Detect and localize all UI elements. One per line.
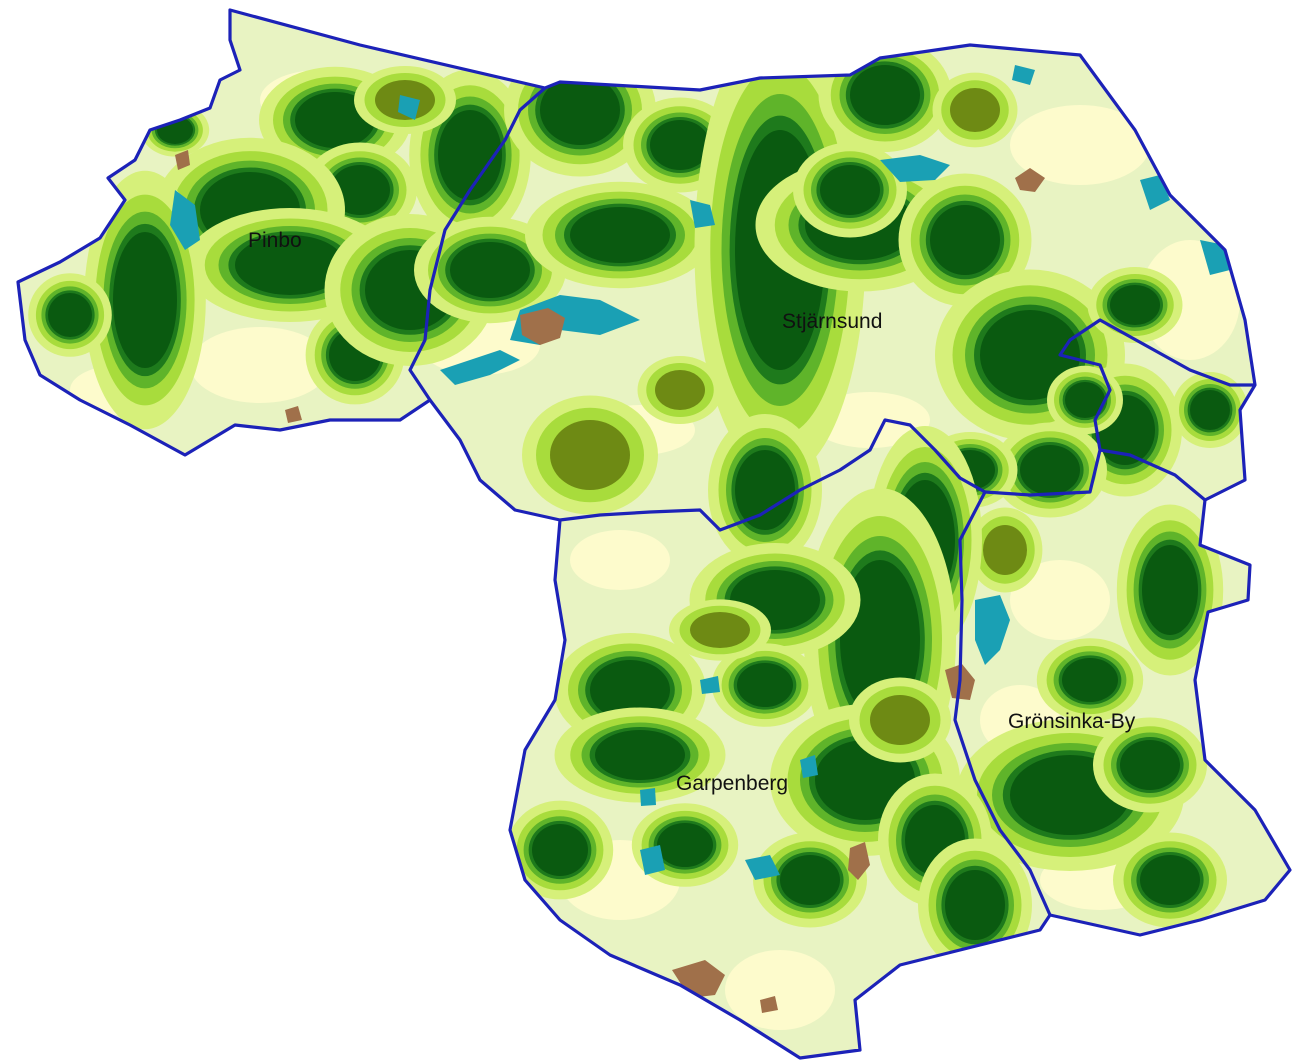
forest-density-layer: [28, 22, 1248, 972]
density-hotspot: [84, 170, 206, 430]
outer-boundary: [16, 8, 1292, 1060]
density-hotspot: [793, 142, 907, 238]
density-ring: [983, 525, 1027, 575]
density-ring: [540, 75, 620, 145]
stjarnsund-garpenberg-boundary: [559, 418, 986, 532]
density-ring: [1120, 740, 1180, 790]
density-hotspot: [1036, 638, 1144, 722]
density-ring: [980, 310, 1080, 400]
density-ring: [438, 110, 502, 200]
density-ring: [780, 855, 840, 905]
density-hotspot: [669, 599, 771, 661]
density-ring: [870, 695, 930, 745]
density-ring: [113, 232, 177, 368]
density-hotspot: [28, 273, 112, 357]
density-ring: [820, 165, 880, 215]
density-hotspot: [525, 181, 715, 289]
density-ring: [1110, 285, 1160, 325]
density-hotspot: [711, 643, 819, 727]
density-hotspot: [818, 38, 952, 152]
density-ring: [595, 730, 685, 780]
density-hotspot: [1113, 832, 1227, 928]
density-ring: [657, 823, 713, 867]
density-ring: [48, 293, 92, 337]
density-hotspot: [1087, 267, 1183, 343]
density-hotspot: [849, 677, 951, 763]
density-ring: [1062, 658, 1118, 702]
density-hotspot: [409, 69, 531, 241]
density-ring: [330, 165, 390, 215]
region-label-garpenberg: Garpenberg: [676, 772, 788, 795]
density-hotspot: [898, 173, 1032, 307]
density-ring: [550, 420, 630, 490]
density-hotspot: [354, 66, 456, 134]
density-ring: [532, 824, 588, 876]
density-ring: [1142, 545, 1198, 635]
gronsinka-stjarnsund-boundary: [984, 318, 1255, 497]
region-label-pinbo: Pinbo: [248, 229, 302, 252]
density-hotspot: [637, 356, 723, 424]
region-labels: Pinbo Stjärnsund Garpenberg Grönsinka-By: [248, 229, 1136, 795]
density-hotspot: [918, 838, 1032, 972]
pinbo-stjarnsund-boundary: [408, 86, 547, 401]
density-hotspot: [708, 414, 822, 566]
density-hotspot: [554, 707, 726, 803]
density-ring: [650, 120, 710, 170]
density-hotspot: [631, 803, 739, 887]
density-hotspot: [1093, 717, 1207, 813]
density-hotspot: [689, 543, 861, 657]
density-ring: [570, 207, 670, 263]
density-hotspot: [967, 507, 1043, 593]
density-ring: [1190, 390, 1230, 430]
density-ring: [850, 65, 920, 125]
density-ring: [235, 235, 345, 295]
density-hotspot: [506, 800, 614, 900]
density-ring: [450, 242, 530, 298]
density-ring: [950, 88, 1000, 132]
density-hotspot: [1116, 504, 1224, 676]
region-label-stjarnsund: Stjärnsund: [782, 310, 882, 333]
density-ring: [735, 450, 795, 530]
density-ring: [655, 370, 705, 410]
density-ring: [690, 612, 750, 648]
district-boundaries: [16, 8, 1292, 1060]
density-ring: [1065, 382, 1105, 418]
density-hotspot: [1172, 372, 1248, 448]
density-ring: [737, 663, 793, 707]
garpenberg-gronsinka-boundary: [953, 491, 1052, 916]
urban-area-layer: [175, 150, 1045, 1013]
density-ring: [590, 660, 670, 720]
density-ring: [1020, 445, 1080, 495]
density-hotspot: [522, 395, 658, 515]
density-ring: [930, 205, 1000, 275]
region-label-gronsinka-by: Grönsinka-By: [1008, 710, 1136, 733]
density-ring: [1140, 855, 1200, 905]
density-ring: [945, 870, 1005, 940]
density-hotspot: [753, 832, 867, 928]
gronsinka-inner-boundary: [1099, 448, 1207, 502]
density-hotspot: [932, 72, 1018, 148]
